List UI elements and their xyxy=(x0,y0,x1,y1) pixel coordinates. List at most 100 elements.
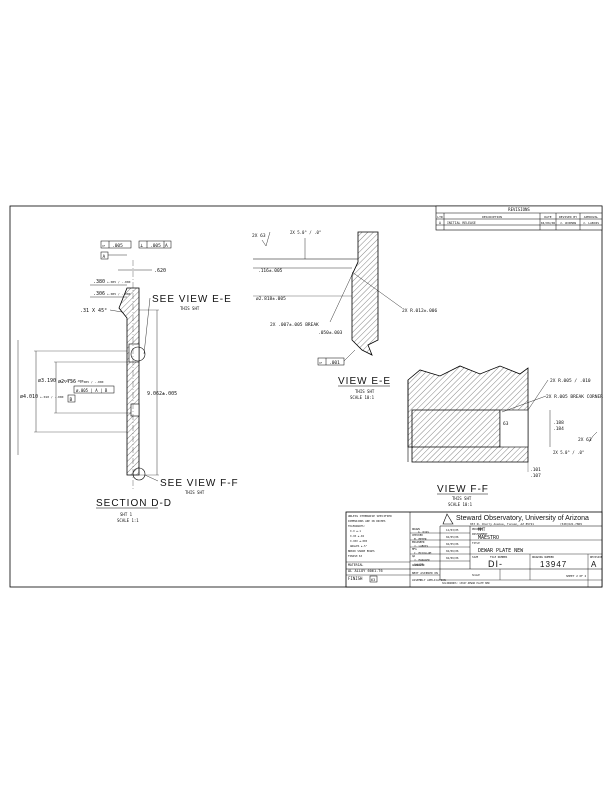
tb-title: DEWAR PLATE NEW xyxy=(478,548,524,554)
dim-dia2756: ø2.756 xyxy=(58,379,76,385)
tb-org-phone: (520)621-7869 xyxy=(560,522,582,526)
dim-dia3190: ø3.190 xyxy=(38,378,56,384)
tb-tol-line-7: FINISH 63 xyxy=(348,554,362,558)
dim-306: .306 xyxy=(93,291,105,297)
see-view-ee-sub: THIS SHT xyxy=(180,306,200,311)
tb-instrument: MAESTRO xyxy=(478,535,499,541)
tb-approved-label: APPROVED xyxy=(412,563,425,567)
tb-sheet: SHEET 2 OF 2 xyxy=(566,574,587,578)
tb-drawn-by: G. DIAS xyxy=(418,530,429,534)
flatness-value: .005 xyxy=(112,243,123,249)
tb-org-addr: 933 N. Cherry Avenue, Tucson, AZ 85721 xyxy=(470,522,534,526)
rev-col-ltr: LTR xyxy=(437,215,443,219)
ff-angle: 2X 5.0° / .0° xyxy=(553,450,584,455)
revisions-header: REVISIONS xyxy=(508,207,530,212)
tb-size-label: SIZE xyxy=(472,555,479,559)
datum-a-label: A xyxy=(103,254,106,260)
view-ff-title: VIEW F-F xyxy=(437,484,489,495)
tb-project-label: PROJECT xyxy=(472,527,483,531)
tb-mfg-date: 04/06/06 xyxy=(446,549,459,553)
ee-dim-050: .050±.003 xyxy=(318,330,343,336)
rev-col-appr: APPROVAL xyxy=(584,215,599,219)
ee-flatness-value: .001 xyxy=(329,360,340,366)
tb-qa-date: 04/06/06 xyxy=(446,556,459,560)
tb-mfg-by: C. MCCOLLUM xyxy=(414,551,432,555)
tb-dwg-label: DRAWING NUMBER xyxy=(532,555,554,559)
dim-dia3190-tol: +.010 / -.000 xyxy=(60,379,84,383)
tb-tol-line-2: X.X ±.1 xyxy=(350,529,361,533)
tb-qa-label: QA xyxy=(412,554,416,558)
tb-checked-label: CHECKED xyxy=(412,533,423,537)
rev-row-appr: J. LABOIS xyxy=(583,221,599,225)
perpendicularity-value: .005 xyxy=(150,243,161,249)
sheet-border xyxy=(9,205,603,588)
view-ee-scale: SCALE 10:1 xyxy=(350,395,375,400)
tb-checked-date: 04/05/06 xyxy=(446,535,459,539)
section-dd-title: SECTION D-D xyxy=(96,498,172,509)
ff-dim-184: .184 xyxy=(553,426,564,432)
tb-qa-by: J. MANAGER xyxy=(414,558,430,562)
tb-file-label: FILE NUMBER xyxy=(490,555,508,559)
dim-9062: 9.062±.005 xyxy=(147,391,177,397)
ff-break: 2X R.005 BREAK CORNER xyxy=(546,394,603,400)
tb-tolerance-title: UNLESS OTHERWISE SPECIFIED xyxy=(348,514,392,518)
view-ee: 2X 63 2X 5.0° / .0° .116±.005 ø2.818±.00… xyxy=(252,230,438,400)
ff-dim-188: .188 xyxy=(553,420,564,426)
dim-chamfer: .31 X 45° xyxy=(80,308,107,314)
tb-rev-label: REVISION xyxy=(590,555,603,559)
dim-dia4010-tol: +.010 / -.000 xyxy=(40,395,64,399)
rev-row-ltr: A xyxy=(439,221,441,225)
tb-eng-date: 04/05/06 xyxy=(446,542,459,546)
tb-next-assy-label: NEXT ASSY xyxy=(412,571,427,575)
tb-checked-by: M. MEYER xyxy=(414,537,427,541)
ff-dim-101: .101 xyxy=(530,467,541,473)
view-ee-section xyxy=(351,231,379,356)
view-ee-title: VIEW E-E xyxy=(338,376,391,387)
tb-material: AL ALLOY 6061-T6 xyxy=(348,569,383,573)
ff-radius: 2X R.005 / .010 xyxy=(550,378,591,384)
perpendicularity-symbol: ⊥ xyxy=(140,243,143,249)
dim-dia4010: ø4.010 xyxy=(20,394,38,400)
ee-radius: 2X R.012±.006 xyxy=(402,308,438,314)
ff-finish-inner: 63 xyxy=(503,421,509,427)
section-dd: ▱ .005 ⊥ .005 A A .620 .380 +.005 / -.00… xyxy=(17,240,238,523)
tb-rev: A xyxy=(591,560,597,569)
tb-instrument-label: INSTRUMENT xyxy=(472,532,488,536)
tb-drawn-label: DRAWN xyxy=(412,527,420,531)
tb-tol-line-4: X.XXX ±.005 xyxy=(350,539,368,543)
tb-dwg-no: 13947 xyxy=(540,560,567,569)
title-block: UNLESS OTHERWISE SPECIFIED DIMENSIONS AR… xyxy=(345,511,603,588)
view-ff-scale: SCALE 10:1 xyxy=(448,502,473,507)
dim-306-tol: +.005 / -.000 xyxy=(107,292,131,296)
tb-drawn-date: 12/03/05 xyxy=(446,528,459,532)
flatness-symbol: ▱ xyxy=(102,243,105,249)
tb-title-label: TITLE xyxy=(472,541,480,545)
see-view-ee: SEE VIEW E-E xyxy=(152,294,232,305)
tb-project: MMT xyxy=(478,527,486,532)
tb-scale-label: SCALE xyxy=(472,573,480,577)
rev-row-date: 04/06/06 xyxy=(541,221,556,225)
section-dd-scale: SCALE 1:1 xyxy=(117,518,139,523)
revisions-block: REVISIONS LTR DESCRIPTION DATE REVISED B… xyxy=(435,205,603,231)
ff-dim-107: .107 xyxy=(530,473,541,479)
ee-dim-116: .116±.005 xyxy=(258,268,283,274)
tb-file-no: DI- xyxy=(488,559,503,569)
tb-material-label: MATERIAL xyxy=(348,563,363,567)
detail-circle-ee xyxy=(130,346,146,362)
tb-finish-label: FINISH xyxy=(348,576,363,581)
rev-col-desc: DESCRIPTION xyxy=(482,215,502,219)
ee-dim-dia2818: ø2.818±.005 xyxy=(256,296,286,302)
dim-380-tol: +.005 / -.000 xyxy=(107,280,131,284)
tb-part-no: 14478 xyxy=(414,563,424,567)
tb-eng-label: ENGINEER xyxy=(412,540,425,544)
see-view-ff-sub: THIS SHT xyxy=(185,490,205,495)
tb-tol-line-5: ANGLES ±.5° xyxy=(350,544,368,548)
perpendicularity-datum: A xyxy=(165,243,168,249)
position-frame: ø.005 | A | B xyxy=(76,388,108,393)
view-ee-sub: THIS SHT xyxy=(355,389,375,394)
view-ff: 2X R.005 / .010 2X R.005 BREAK CORNER 63… xyxy=(407,365,603,507)
tb-tol-line-3: X.XX ±.02 xyxy=(350,534,364,538)
observatory-logo xyxy=(442,513,454,525)
tb-used-on-label: USED ON xyxy=(426,571,438,575)
